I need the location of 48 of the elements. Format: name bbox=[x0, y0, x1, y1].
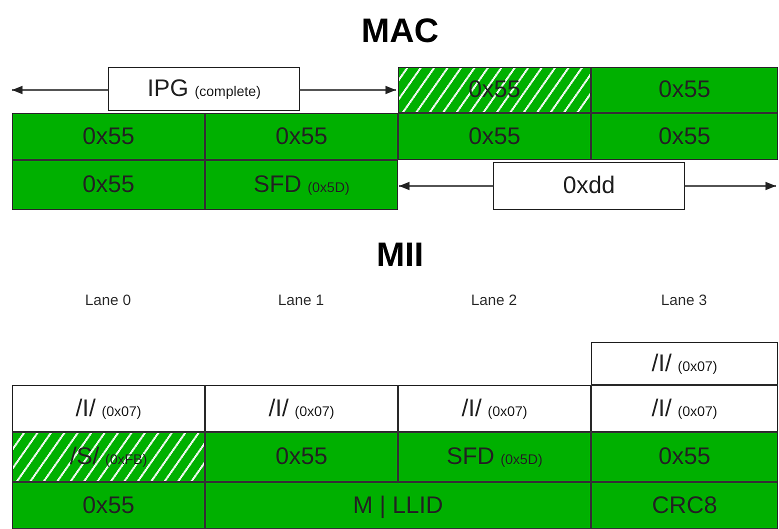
lane-label: Lane 2 bbox=[471, 292, 517, 309]
field-text: 0x55 bbox=[82, 492, 135, 520]
field-box bbox=[591, 342, 778, 385]
field-box bbox=[205, 385, 398, 432]
lane-label: Lane 1 bbox=[278, 292, 324, 309]
field-text: /I/ (0x07) bbox=[76, 394, 142, 422]
field-text: /I/ (0x07) bbox=[268, 394, 334, 422]
hatched-field-box bbox=[398, 67, 591, 113]
field-text: 0x55 bbox=[658, 122, 711, 150]
section-heading: MAC bbox=[361, 12, 439, 51]
lane-label: Lane 3 bbox=[661, 292, 707, 309]
lane-label: Lane 0 bbox=[85, 292, 131, 309]
byte-field-box bbox=[398, 113, 591, 160]
field-box bbox=[493, 162, 685, 210]
byte-field-box bbox=[591, 113, 778, 160]
hatched-field-box bbox=[12, 432, 205, 482]
byte-field-box bbox=[12, 482, 205, 529]
field-text: 0x55 bbox=[275, 443, 328, 471]
field-box bbox=[108, 67, 300, 111]
byte-field-box bbox=[205, 482, 591, 529]
byte-field-box bbox=[591, 67, 778, 113]
field-text: 0x55 bbox=[82, 171, 135, 199]
field-text: SFD (0x5D) bbox=[446, 443, 542, 471]
field-text: M | LLID bbox=[352, 492, 444, 520]
byte-field-box bbox=[205, 113, 398, 160]
field-text: 0xdd bbox=[562, 172, 616, 200]
field-text: 0x55 bbox=[658, 443, 711, 471]
field-text: 0x55 bbox=[275, 122, 328, 150]
field-text: /I/ (0x07) bbox=[652, 350, 718, 378]
byte-field-box bbox=[591, 432, 778, 482]
byte-field-box bbox=[205, 432, 398, 482]
field-text: /I/ (0x07) bbox=[652, 394, 718, 422]
byte-field-box bbox=[398, 432, 591, 482]
byte-field-box bbox=[205, 160, 398, 210]
field-box bbox=[12, 385, 205, 432]
field-text: IPG (complete) bbox=[147, 75, 261, 103]
byte-field-box bbox=[12, 160, 205, 210]
byte-field-box bbox=[12, 113, 205, 160]
field-text: 0x55 bbox=[658, 76, 711, 104]
field-text: /I/ (0x07) bbox=[462, 394, 528, 422]
field-text: SFD (0x5D) bbox=[253, 171, 350, 199]
field-text: 0x55 bbox=[82, 122, 135, 150]
field-box bbox=[591, 385, 778, 432]
field-text: 0x55 bbox=[468, 122, 521, 150]
field-text: CRC8 bbox=[652, 492, 718, 520]
field-box bbox=[398, 385, 591, 432]
section-heading: MII bbox=[376, 236, 424, 275]
byte-field-box bbox=[591, 482, 778, 529]
